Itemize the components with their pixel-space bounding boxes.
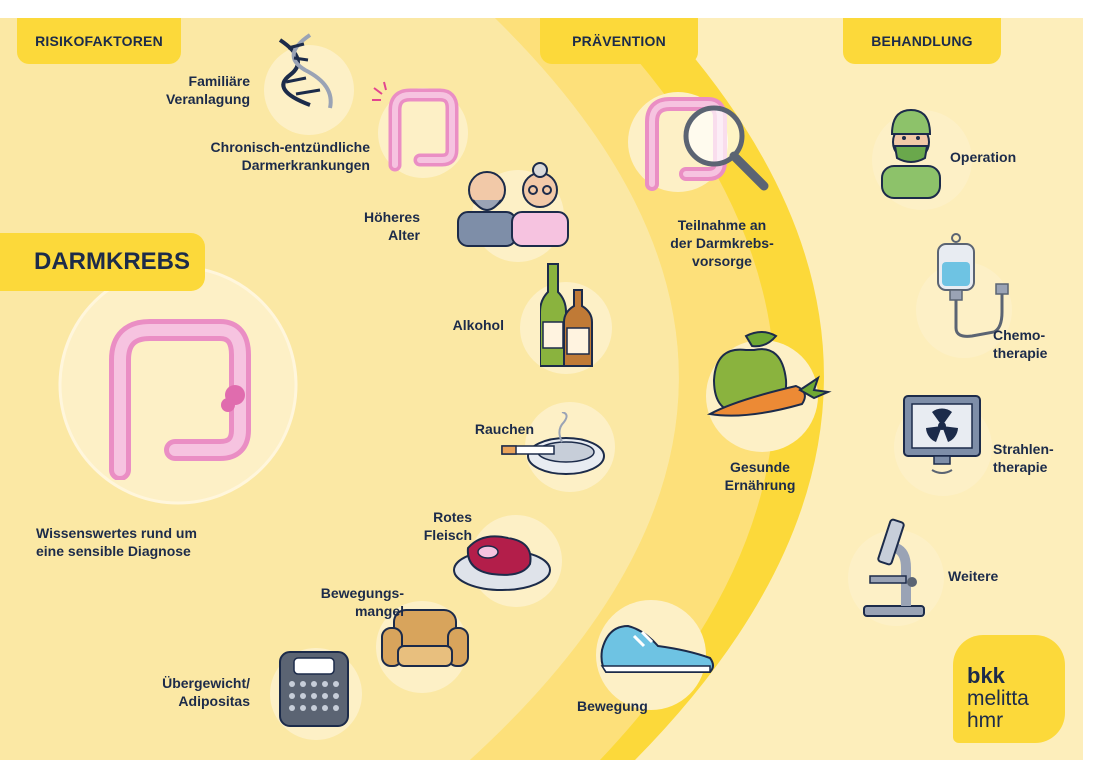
scale-icon bbox=[279, 651, 349, 727]
tab-risk-factors: RISIKOFAKTOREN bbox=[17, 18, 181, 64]
icon-circle-genetic bbox=[264, 45, 354, 135]
label-other: Weitere bbox=[948, 568, 999, 584]
page-title: DARMKREBS bbox=[0, 233, 205, 291]
iv-drip-icon bbox=[937, 233, 1009, 338]
subtitle: Wissenswertes rund um eine sensible Diag… bbox=[36, 525, 197, 559]
surgeon-icon bbox=[881, 108, 941, 199]
label-ibd: Chronisch-entzündliche Darmerkrankungen bbox=[210, 139, 370, 173]
label-diet: Gesunde Ernährung bbox=[724, 459, 796, 493]
cigarette-ashtray-icon bbox=[501, 412, 605, 475]
label-chemo: Chemo- therapie bbox=[993, 327, 1048, 361]
logo-line-3: hmr bbox=[967, 709, 1004, 732]
label-alcohol: Alkohol bbox=[452, 317, 504, 333]
label-surgery: Operation bbox=[950, 149, 1017, 165]
sneaker-icon bbox=[600, 624, 714, 673]
logo-line-2: melitta bbox=[967, 687, 1029, 710]
elderly-couple-icon bbox=[457, 162, 569, 247]
label-overweight: Übergewicht/ Adipositas bbox=[162, 675, 250, 709]
label-exercise: Bewegung bbox=[577, 698, 648, 714]
label-radiation: Strahlen- therapie bbox=[993, 441, 1054, 475]
bottles-icon bbox=[540, 263, 593, 367]
intestine-icon bbox=[372, 81, 459, 172]
label-smoking: Rauchen bbox=[474, 421, 534, 437]
logo-line-1: bkk bbox=[967, 663, 1005, 688]
steak-icon bbox=[453, 535, 551, 591]
apple-carrot-icon bbox=[706, 331, 832, 417]
radiation-monitor-icon bbox=[903, 395, 981, 474]
label-red-meat: Rotes Fleisch bbox=[423, 509, 472, 543]
brand-logo: bkk melitta hmr bbox=[953, 635, 1065, 743]
tab-treatment: BEHANDLUNG bbox=[843, 18, 1001, 64]
label-screening: Teilnahme an der Darmkrebs- vorsorge bbox=[670, 217, 774, 269]
label-inactivity: Bewegungs- mangel bbox=[320, 585, 404, 619]
label-age: Höheres Alter bbox=[363, 209, 420, 243]
tab-prevention: PRÄVENTION bbox=[540, 18, 698, 64]
magnifier-intestine-icon bbox=[645, 97, 769, 191]
large-intestine-icon bbox=[109, 319, 251, 480]
microscope-icon bbox=[863, 518, 925, 617]
label-genetic: Familiäre Veranlagung bbox=[165, 73, 250, 107]
dna-icon bbox=[278, 33, 333, 109]
armchair-icon bbox=[381, 609, 469, 667]
